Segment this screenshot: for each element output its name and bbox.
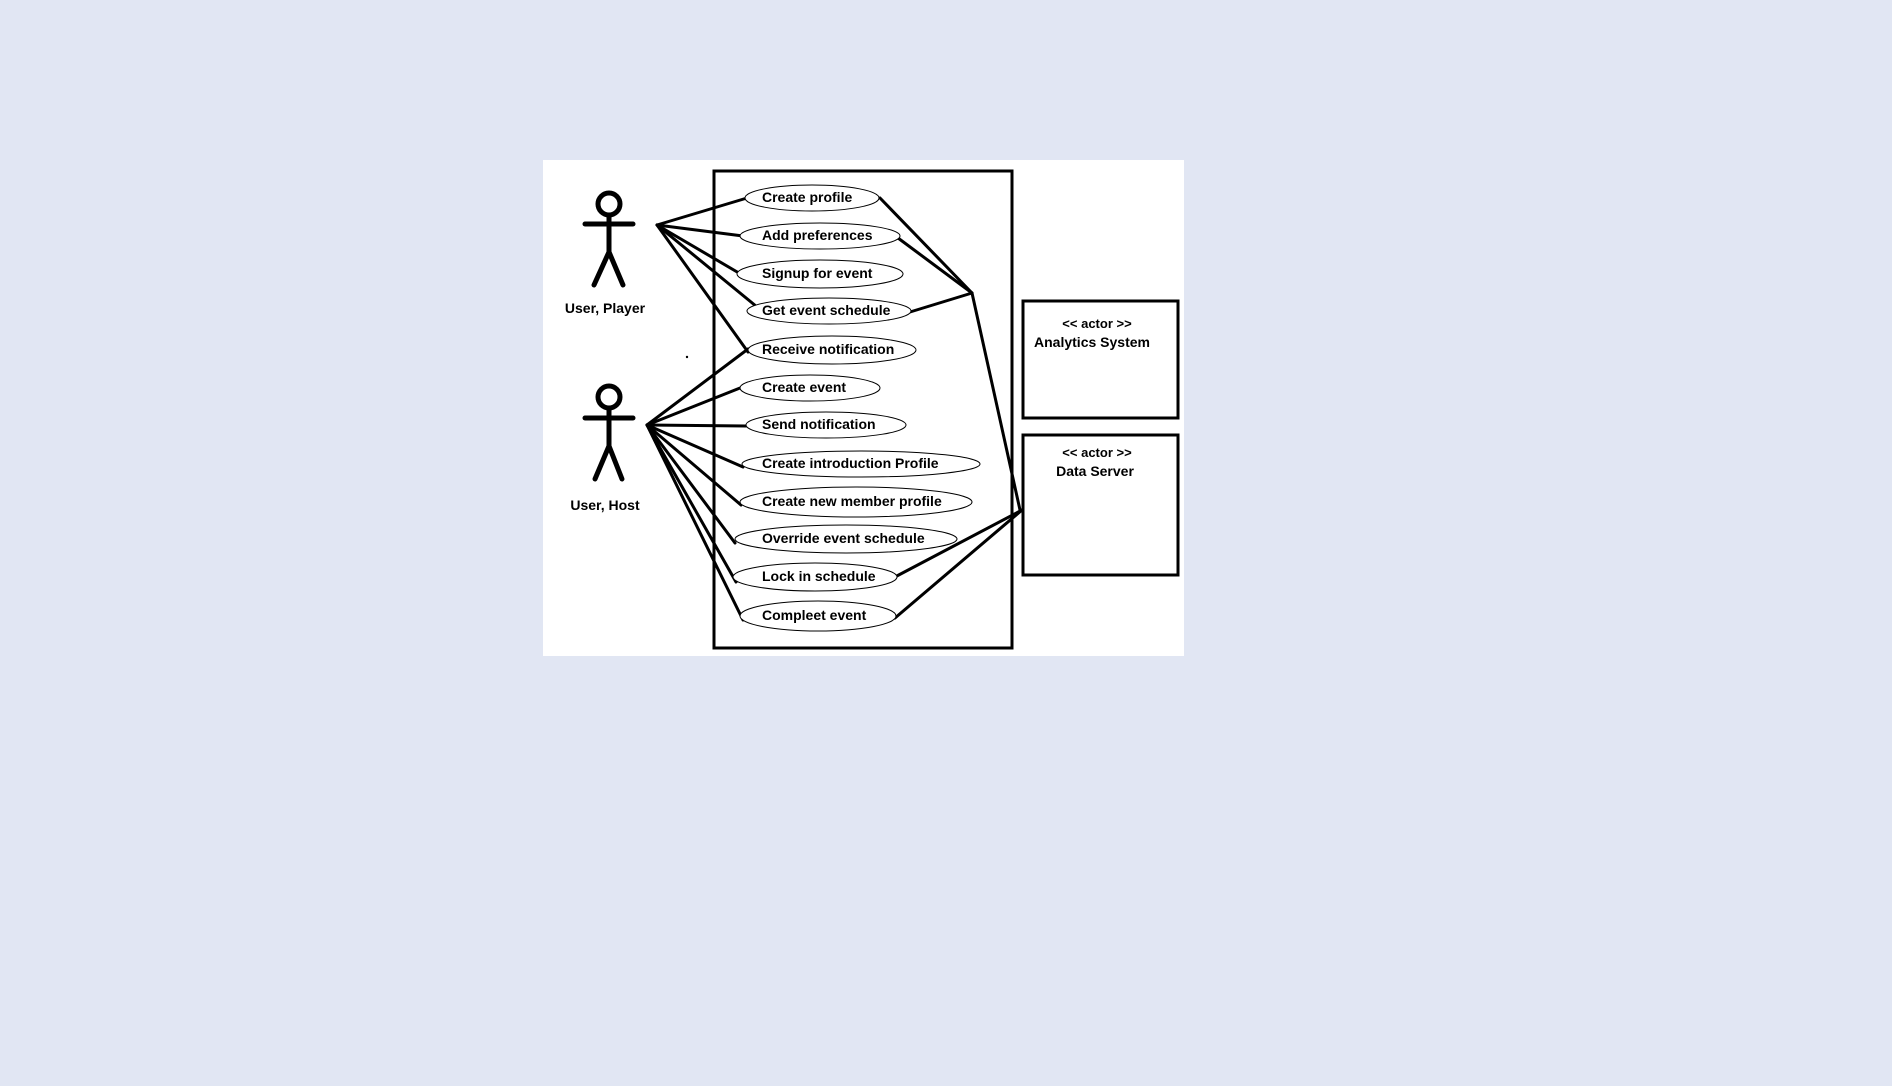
actor-analytics-system[interactable]: << actor >> Analytics System — [1021, 299, 1180, 420]
use-case-create-introduction-profile[interactable]: Create introduction Profile — [741, 450, 981, 478]
use-case-add-preferences[interactable]: Add preferences — [739, 222, 901, 250]
use-case-ellipse — [745, 411, 907, 439]
assoc-host-send-notification — [645, 423, 748, 428]
actor-box-analytics — [1021, 299, 1180, 420]
actor-label-analytics: Analytics System — [1034, 334, 1150, 350]
use-case-signup-for-event[interactable]: Signup for event — [736, 259, 904, 289]
use-case-ellipse — [747, 335, 917, 365]
use-case-label: Add preferences — [762, 227, 873, 243]
assoc-host-compleet-event — [645, 423, 745, 622]
assoc-host-create-event — [645, 386, 742, 427]
use-case-ellipse — [739, 374, 881, 402]
use-case-lock-in-schedule[interactable]: Lock in schedule — [732, 562, 898, 592]
actor-label-host: User, Host — [570, 497, 640, 513]
use-case-compleet-event[interactable]: Compleet event — [739, 600, 897, 632]
assoc-host-create-member-profile — [645, 423, 743, 507]
use-case-label: Receive notification — [762, 341, 894, 357]
use-case-ellipse — [734, 524, 958, 554]
use-case-ellipse — [732, 562, 898, 592]
use-case-label: Send notification — [762, 416, 876, 432]
assoc-player-get-schedule — [655, 223, 764, 313]
actor-label-data-server: Data Server — [1056, 463, 1134, 479]
assoc-dataserver-lock-schedule — [891, 508, 1024, 580]
use-case-ellipse — [741, 450, 981, 478]
association-lines — [645, 196, 1024, 622]
actor-box-data-server — [1021, 433, 1180, 577]
use-case-override-event-schedule[interactable]: Override event schedule — [734, 524, 958, 554]
use-case-ellipse — [739, 486, 973, 518]
use-case-get-event-schedule[interactable]: Get event schedule — [746, 297, 912, 325]
system-boundary — [712, 169, 1014, 650]
use-case-label: Create new member profile — [762, 493, 942, 509]
assoc-player-add-preferences — [655, 223, 745, 238]
assoc-player-signup — [655, 223, 746, 278]
actor-user-host[interactable]: User, Host — [570, 383, 640, 513]
use-case-label: Create introduction Profile — [762, 455, 939, 471]
use-case-ellipse — [736, 259, 904, 289]
use-case-label: Create profile — [762, 189, 852, 205]
use-case-ellipse — [739, 600, 897, 632]
use-case-label: Override event schedule — [762, 530, 925, 546]
stray-dot — [685, 355, 689, 359]
use-case-label: Get event schedule — [762, 302, 891, 318]
assoc-dataserver-compleet-event — [893, 508, 1024, 620]
assoc-analytics-add-preferences — [896, 236, 974, 295]
assoc-host-override-schedule — [645, 423, 737, 545]
stick-figure-icon — [582, 383, 636, 482]
actor-stereotype-analytics: << actor >> — [1062, 316, 1132, 331]
assoc-host-create-intro-profile — [645, 423, 745, 469]
use-case-receive-notification[interactable]: Receive notification — [747, 335, 917, 365]
use-case-label: Signup for event — [762, 265, 873, 281]
assoc-player-receive-notification — [655, 223, 750, 354]
assoc-analytics-to-system — [970, 291, 1022, 512]
use-case-create-new-member-profile[interactable]: Create new member profile — [739, 486, 973, 518]
actor-label-player: User, Player — [565, 300, 646, 316]
assoc-player-create-profile — [655, 196, 749, 227]
assoc-analytics-get-schedule — [908, 291, 974, 314]
use-case-create-profile[interactable]: Create profile — [744, 184, 880, 212]
use-case-ellipse — [744, 184, 880, 212]
assoc-host-lock-schedule — [645, 423, 738, 584]
use-case-send-notification[interactable]: Send notification — [745, 411, 907, 439]
use-case-create-event[interactable]: Create event — [739, 374, 881, 402]
use-case-ellipse — [746, 297, 912, 325]
actor-stereotype-data-server: << actor >> — [1062, 445, 1132, 460]
assoc-analytics-create-profile — [878, 196, 974, 295]
stick-figure-icon — [582, 190, 636, 288]
use-case-label: Lock in schedule — [762, 568, 876, 584]
actor-user-player[interactable]: User, Player — [565, 190, 646, 316]
assoc-host-receive-notification — [645, 347, 750, 427]
use-case-label: Compleet event — [762, 607, 867, 623]
use-case-ellipse — [739, 222, 901, 250]
use-case-label: Create event — [762, 379, 846, 395]
actor-data-server[interactable]: << actor >> Data Server — [1021, 433, 1180, 577]
